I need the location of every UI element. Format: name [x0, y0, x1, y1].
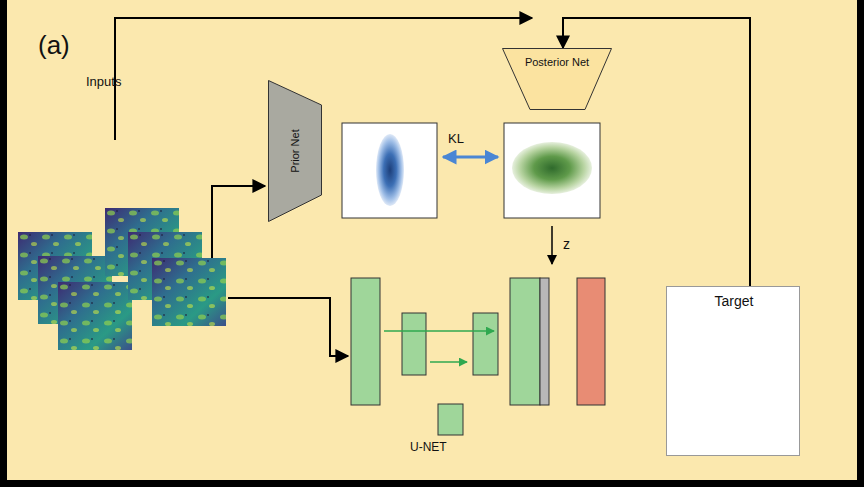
skip-connection: [384, 330, 494, 332]
unet-blocks: [351, 278, 605, 435]
prior-gaussian: [376, 134, 404, 206]
prior-input-line: [212, 186, 265, 258]
posterior-gaussian: [512, 142, 592, 194]
z-arrow: [551, 226, 553, 264]
inputs-label: Inputs: [86, 74, 121, 89]
input-line: [115, 18, 532, 140]
input-images: [18, 208, 226, 350]
node-title: Prior Net: [289, 129, 301, 172]
panel-label: (a): [38, 30, 70, 61]
kl-label: KL: [448, 131, 464, 146]
posterior-net: Posterior Net: [502, 48, 612, 110]
skip-connection: [430, 361, 467, 363]
posterior-distribution: [504, 123, 600, 218]
unet-label: U-NET: [410, 440, 447, 454]
panel-background: [7, 0, 857, 480]
unet-input-line: [228, 298, 348, 356]
node-title: Target: [715, 293, 754, 309]
kl-arrow: [443, 156, 498, 159]
latent-label: z: [563, 236, 570, 252]
prior-distribution: [342, 123, 437, 218]
prior-net: Prior Net: [268, 80, 322, 222]
target-box: Target: [666, 286, 800, 456]
node-title: Posterior Net: [525, 56, 589, 68]
